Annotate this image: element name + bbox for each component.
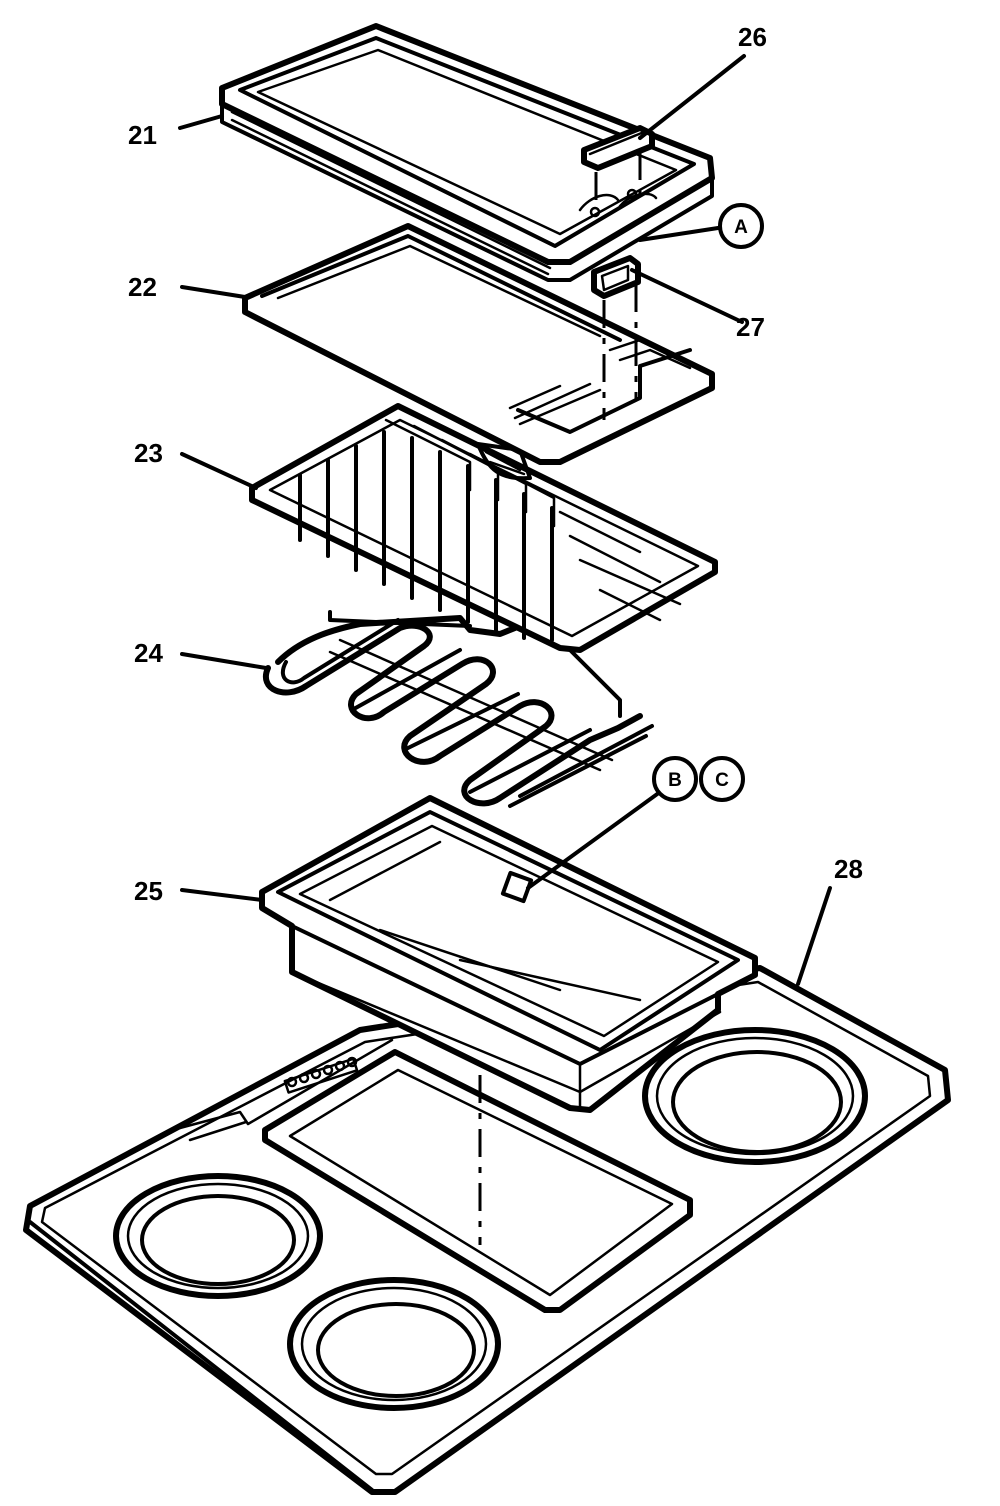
reference-marker-a: A <box>718 203 764 249</box>
reference-marker-b: B <box>652 756 698 802</box>
part-21-griddle-plate <box>219 23 715 282</box>
label-part-21: 21 <box>128 120 157 150</box>
part-22-frame <box>242 223 715 465</box>
label-part-22: 22 <box>128 272 157 302</box>
label-part-28: 28 <box>834 854 863 884</box>
part-23-ribbed-tray <box>249 403 718 653</box>
svg-text:C: C <box>715 770 729 791</box>
part-27-clip <box>591 255 641 299</box>
label-part-25: 25 <box>134 876 163 906</box>
label-part-26: 26 <box>738 22 767 52</box>
control-knobs-strip <box>283 1056 359 1094</box>
label-part-24: 24 <box>134 638 163 668</box>
svg-text:A: A <box>734 217 748 238</box>
part-24-heating-element <box>263 610 654 808</box>
label-part-27: 27 <box>736 312 765 342</box>
svg-text:B: B <box>668 770 682 791</box>
burner-well-left <box>113 1173 323 1299</box>
reference-marker-c: C <box>699 756 745 802</box>
part-25-drip-pan <box>259 795 758 1113</box>
burner-well-right <box>642 1027 868 1165</box>
label-part-23: 23 <box>134 438 163 468</box>
part-28-cooktop-base <box>23 965 951 1495</box>
burner-well-bottom <box>287 1277 501 1411</box>
part-26-handle <box>581 125 655 171</box>
